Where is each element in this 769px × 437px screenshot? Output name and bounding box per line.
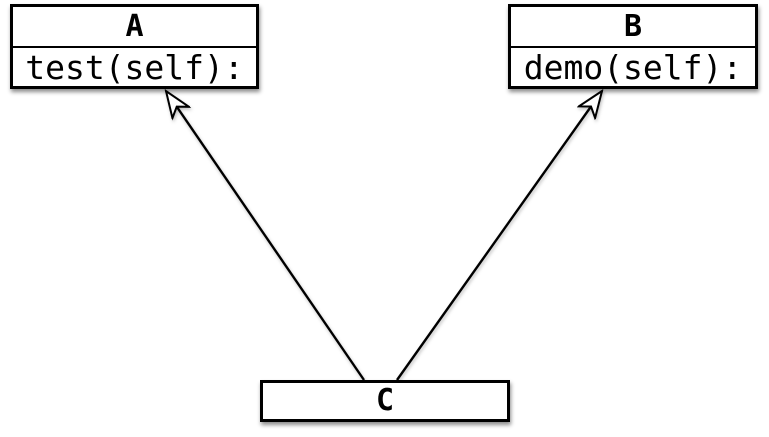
class-c-title: C <box>375 383 395 418</box>
class-b-method: demo(self): <box>511 46 755 86</box>
class-box-c: C <box>260 380 510 422</box>
class-a-method: test(self): <box>13 46 256 86</box>
class-box-b: B demo(self): <box>508 4 758 89</box>
inheritance-arrow-c-to-a <box>166 91 365 381</box>
inheritance-arrow-c-to-b <box>396 91 602 381</box>
class-a-title: A <box>125 8 144 44</box>
class-b-title: B <box>623 8 643 44</box>
class-box-a: A test(self): <box>10 4 259 89</box>
